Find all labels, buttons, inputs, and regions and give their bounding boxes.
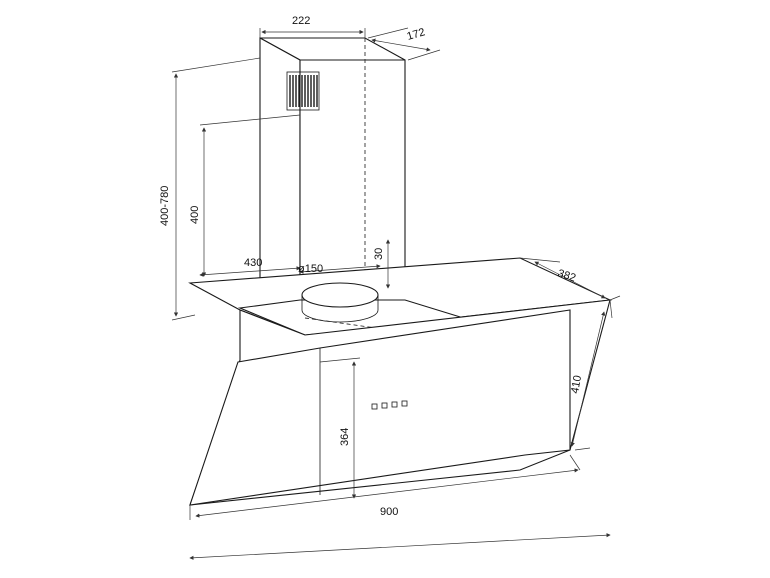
label-chimney-depth: 172 bbox=[406, 26, 427, 43]
chimney bbox=[259, 37, 406, 301]
vent-grille-icon bbox=[286, 71, 320, 111]
label-glass-height-side: 410 bbox=[569, 374, 584, 394]
control-button-icon bbox=[371, 403, 378, 410]
control-buttons bbox=[371, 400, 408, 410]
label-canopy-depth: 382 bbox=[556, 267, 577, 284]
duct-collar-top bbox=[301, 282, 379, 308]
label-overall-width: 900 bbox=[380, 506, 398, 518]
label-height-range: 400-780 bbox=[159, 186, 171, 226]
label-inner-height: 400 bbox=[189, 206, 201, 224]
duct-collar-body bbox=[301, 295, 379, 323]
control-button-icon bbox=[391, 401, 398, 408]
control-button-icon bbox=[401, 400, 408, 407]
label-duct-offset: 30 bbox=[373, 248, 385, 260]
glass-panel bbox=[189, 299, 611, 506]
dimension-labels: 222 172 400-780 400 30 430 ø150 382 410 … bbox=[159, 15, 584, 518]
label-canopy-width-top: 430 bbox=[244, 257, 262, 269]
dimension-lines bbox=[171, 27, 621, 560]
label-glass-height-front: 364 bbox=[339, 428, 351, 446]
label-chimney-width: 222 bbox=[292, 15, 310, 27]
label-duct-diameter: ø150 bbox=[298, 263, 323, 275]
control-button-icon bbox=[381, 402, 388, 409]
chimney-left-face bbox=[259, 37, 301, 301]
